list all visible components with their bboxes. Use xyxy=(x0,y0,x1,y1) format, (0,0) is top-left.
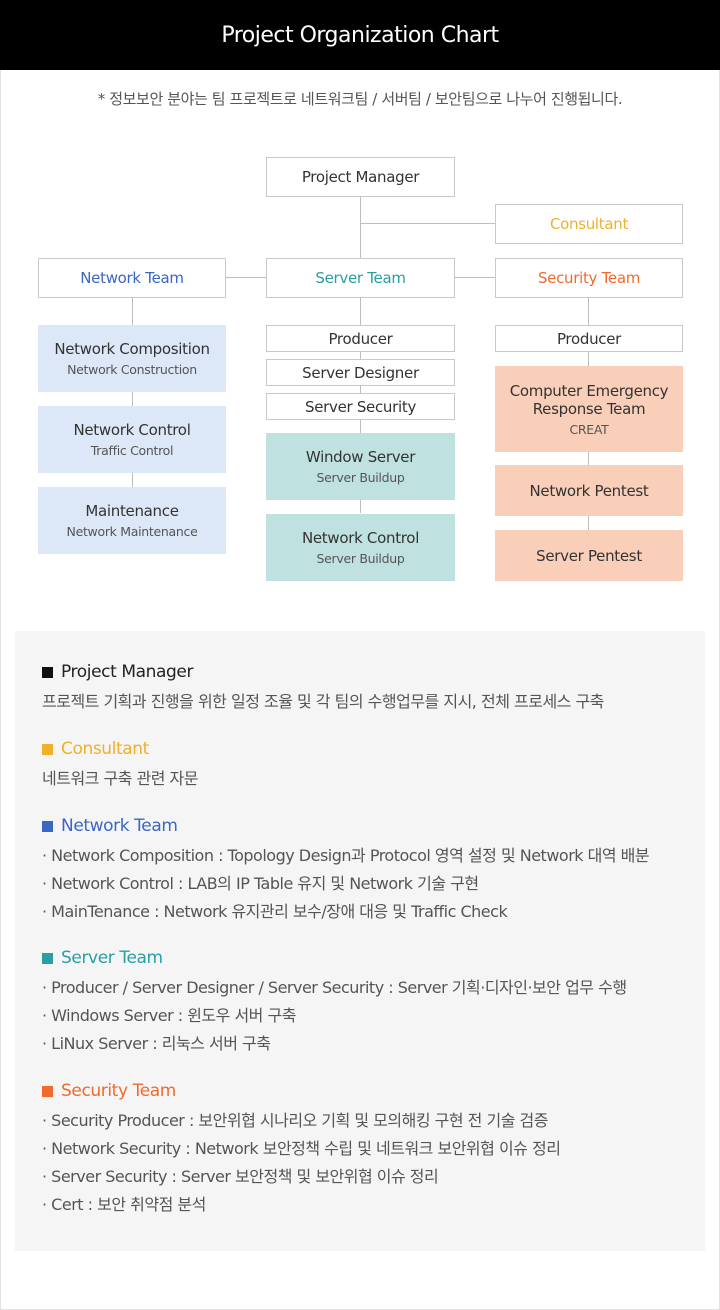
description-line: 프로젝트 기획과 진행을 위한 일정 조율 및 각 팀의 수행업무를 지시, 전… xyxy=(42,692,604,711)
security-team-box: Security Team xyxy=(495,258,683,298)
maintenance-title: Maintenance xyxy=(85,502,179,520)
consultant-description-title: Consultant xyxy=(42,739,198,759)
square-bullet-icon xyxy=(42,820,53,832)
description-line: · MainTenance : Network 유지관리 보수/장애 대응 및 … xyxy=(42,902,508,921)
security-description-title: Security Team xyxy=(42,1081,560,1101)
connector-line xyxy=(225,277,267,278)
description-line: · Server Security : Server 보안정책 및 보안위협 이… xyxy=(42,1167,439,1186)
server-designer-label: Server Designer xyxy=(302,363,419,382)
description-line: · Windows Server : 윈도우 서버 구축 xyxy=(42,1006,296,1025)
connector-line xyxy=(132,297,133,487)
server-description: Server Team · Producer / Server Designer… xyxy=(42,948,627,1058)
network-description: Network Team · Network Composition : Top… xyxy=(42,816,650,926)
connector-line xyxy=(453,277,496,278)
consultant-label: Consultant xyxy=(549,215,629,233)
info-note: * 정보보안 분야는 팀 프로젝트로 네트워크팀 / 서버팀 / 보안팀으로 나… xyxy=(97,90,623,108)
maintenance-box: Maintenance Network Maintenance xyxy=(38,487,226,554)
server-description-title-text: Server Team xyxy=(61,948,163,968)
network-control-box: Network Control Traffic Control xyxy=(38,406,226,473)
pm-description: Project Manager 프로젝트 기획과 진행을 위한 일정 조율 및 … xyxy=(42,662,604,716)
description-line: · Network Security : Network 보안정책 수립 및 네… xyxy=(42,1139,561,1158)
consultant-description-body: 네트워크 구축 관련 자문 xyxy=(42,765,198,793)
page-title: Project Organization Chart xyxy=(221,22,499,48)
server-description-body: · Producer / Server Designer / Server Se… xyxy=(42,974,627,1058)
page-header: Project Organization Chart xyxy=(0,0,720,70)
description-line: 네트워크 구축 관련 자문 xyxy=(42,769,198,788)
server-network-control-sub: Server Buildup xyxy=(316,551,405,566)
pm-description-body: 프로젝트 기획과 진행을 위한 일정 조율 및 각 팀의 수행업무를 지시, 전… xyxy=(42,688,604,716)
network-team-label: Network Team xyxy=(80,269,184,287)
square-bullet-icon xyxy=(42,1085,53,1097)
pm-description-title: Project Manager xyxy=(42,662,604,682)
consultant-description: Consultant 네트워크 구축 관련 자문 xyxy=(42,739,198,793)
consultant-description-title-text: Consultant xyxy=(61,739,149,759)
square-bullet-icon xyxy=(42,952,53,964)
server-producer-label: Producer xyxy=(328,329,393,348)
server-security-label: Server Security xyxy=(304,397,417,416)
network-control-sub: Traffic Control xyxy=(90,443,174,458)
server-producer-box: Producer xyxy=(266,325,455,352)
security-producer-box: Producer xyxy=(495,325,683,352)
description-line: · Network Control : LAB의 IP Table 유지 및 N… xyxy=(42,874,479,893)
security-description: Security Team · Security Producer : 보안위협… xyxy=(42,1081,561,1219)
server-network-control-title: Network Control xyxy=(301,529,420,547)
network-control-title: Network Control xyxy=(73,421,191,439)
security-producer-label: Producer xyxy=(556,329,622,348)
window-server-sub: Server Buildup xyxy=(316,470,405,485)
network-composition-sub: Network Construction xyxy=(67,362,197,377)
server-team-box: Server Team xyxy=(266,258,455,298)
description-line: · Security Producer : 보안위협 시나리오 기획 및 모의해… xyxy=(42,1111,548,1130)
description-line: · Cert : 보안 취약점 분석 xyxy=(42,1195,206,1214)
cert-title: Computer Emergency Response Team xyxy=(509,381,669,418)
network-description-title-text: Network Team xyxy=(61,816,178,836)
security-description-body: · Security Producer : 보안위협 시나리오 기획 및 모의해… xyxy=(42,1107,561,1219)
pm-description-title-text: Project Manager xyxy=(61,662,194,682)
server-pentest-title: Server Pentest xyxy=(536,546,642,565)
project-manager-label: Project Manager xyxy=(301,168,420,186)
network-pentest-box: Network Pentest xyxy=(495,465,683,516)
server-designer-box: Server Designer xyxy=(266,359,455,386)
network-composition-title: Network Composition xyxy=(54,340,210,358)
window-server-box: Window Server Server Buildup xyxy=(266,433,455,500)
server-security-box: Server Security xyxy=(266,393,455,420)
description-line: · Producer / Server Designer / Server Se… xyxy=(42,978,627,997)
server-pentest-box: Server Pentest xyxy=(495,530,683,581)
security-description-title-text: Security Team xyxy=(61,1081,176,1101)
cert-sub: CREAT xyxy=(569,421,609,437)
connector-line xyxy=(360,197,361,258)
cert-box: Computer Emergency Response Team CREAT xyxy=(495,366,683,452)
server-network-control-box: Network Control Server Buildup xyxy=(266,514,455,581)
connector-line xyxy=(360,223,496,224)
maintenance-sub: Network Maintenance xyxy=(66,524,198,539)
network-team-box: Network Team xyxy=(38,258,226,298)
square-bullet-icon xyxy=(42,666,53,678)
server-description-title: Server Team xyxy=(42,948,627,968)
description-panel: Project Manager 프로젝트 기획과 진행을 위한 일정 조율 및 … xyxy=(15,631,705,1251)
square-bullet-icon xyxy=(42,743,53,755)
network-composition-box: Network Composition Network Construction xyxy=(38,325,226,392)
description-line: · Network Composition : Topology Design과… xyxy=(42,846,650,865)
window-server-title: Window Server xyxy=(305,448,416,466)
security-team-label: Security Team xyxy=(537,269,641,287)
consultant-box: Consultant xyxy=(495,204,683,244)
server-team-label: Server Team xyxy=(315,269,406,287)
network-pentest-title: Network Pentest xyxy=(529,481,649,500)
project-manager-box: Project Manager xyxy=(266,157,455,197)
description-line: · LiNux Server : 리눅스 서버 구축 xyxy=(42,1034,271,1053)
network-description-body: · Network Composition : Topology Design과… xyxy=(42,842,650,926)
network-description-title: Network Team xyxy=(42,816,649,836)
